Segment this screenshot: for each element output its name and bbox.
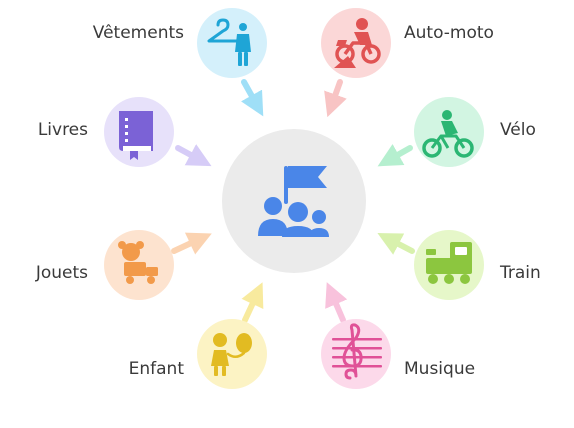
category-label-jouets: Jouets [35, 263, 88, 283]
center-circle [222, 129, 366, 273]
category-train[interactable]: Train [414, 230, 541, 300]
motorcycle-rider-icon [334, 18, 381, 68]
arrow-vetements [241, 79, 264, 117]
category-circle [321, 319, 391, 389]
community-flag-icon [258, 166, 329, 237]
arrow-musique [325, 282, 348, 323]
category-label-auto-moto: Auto-moto [404, 23, 494, 43]
music-staff-icon [332, 323, 382, 380]
category-label-livres: Livres [38, 120, 88, 140]
center-hub [222, 129, 366, 273]
arrow-velo [377, 144, 413, 167]
category-label-vetements: Vêtements [93, 23, 184, 43]
category-label-musique: Musique [404, 359, 475, 379]
category-jouets[interactable]: Jouets [35, 230, 174, 300]
arrow-auto-moto [324, 79, 347, 118]
child-balloon-icon [211, 333, 252, 376]
arrow-train [377, 233, 415, 255]
category-velo[interactable]: Vélo [414, 97, 536, 167]
teddy-truck-icon [118, 241, 158, 284]
train-icon [426, 242, 472, 284]
category-enfant[interactable]: Enfant [129, 319, 267, 389]
arrow-enfant [241, 282, 264, 323]
book-icon [119, 111, 153, 160]
category-label-enfant: Enfant [129, 359, 185, 379]
category-label-velo: Vélo [500, 120, 536, 140]
category-vetements[interactable]: Vêtements [93, 8, 267, 78]
cyclist-icon [422, 110, 474, 158]
category-label-train: Train [499, 263, 541, 283]
category-circle [197, 8, 267, 78]
arrow-livres [175, 144, 212, 167]
category-circle [197, 319, 267, 389]
arrow-jouets [171, 232, 212, 255]
category-musique[interactable]: Musique [321, 319, 475, 389]
category-livres[interactable]: Livres [38, 97, 174, 167]
category-auto-moto[interactable]: Auto-moto [321, 8, 494, 78]
clothes-hanger-icon [207, 18, 251, 66]
